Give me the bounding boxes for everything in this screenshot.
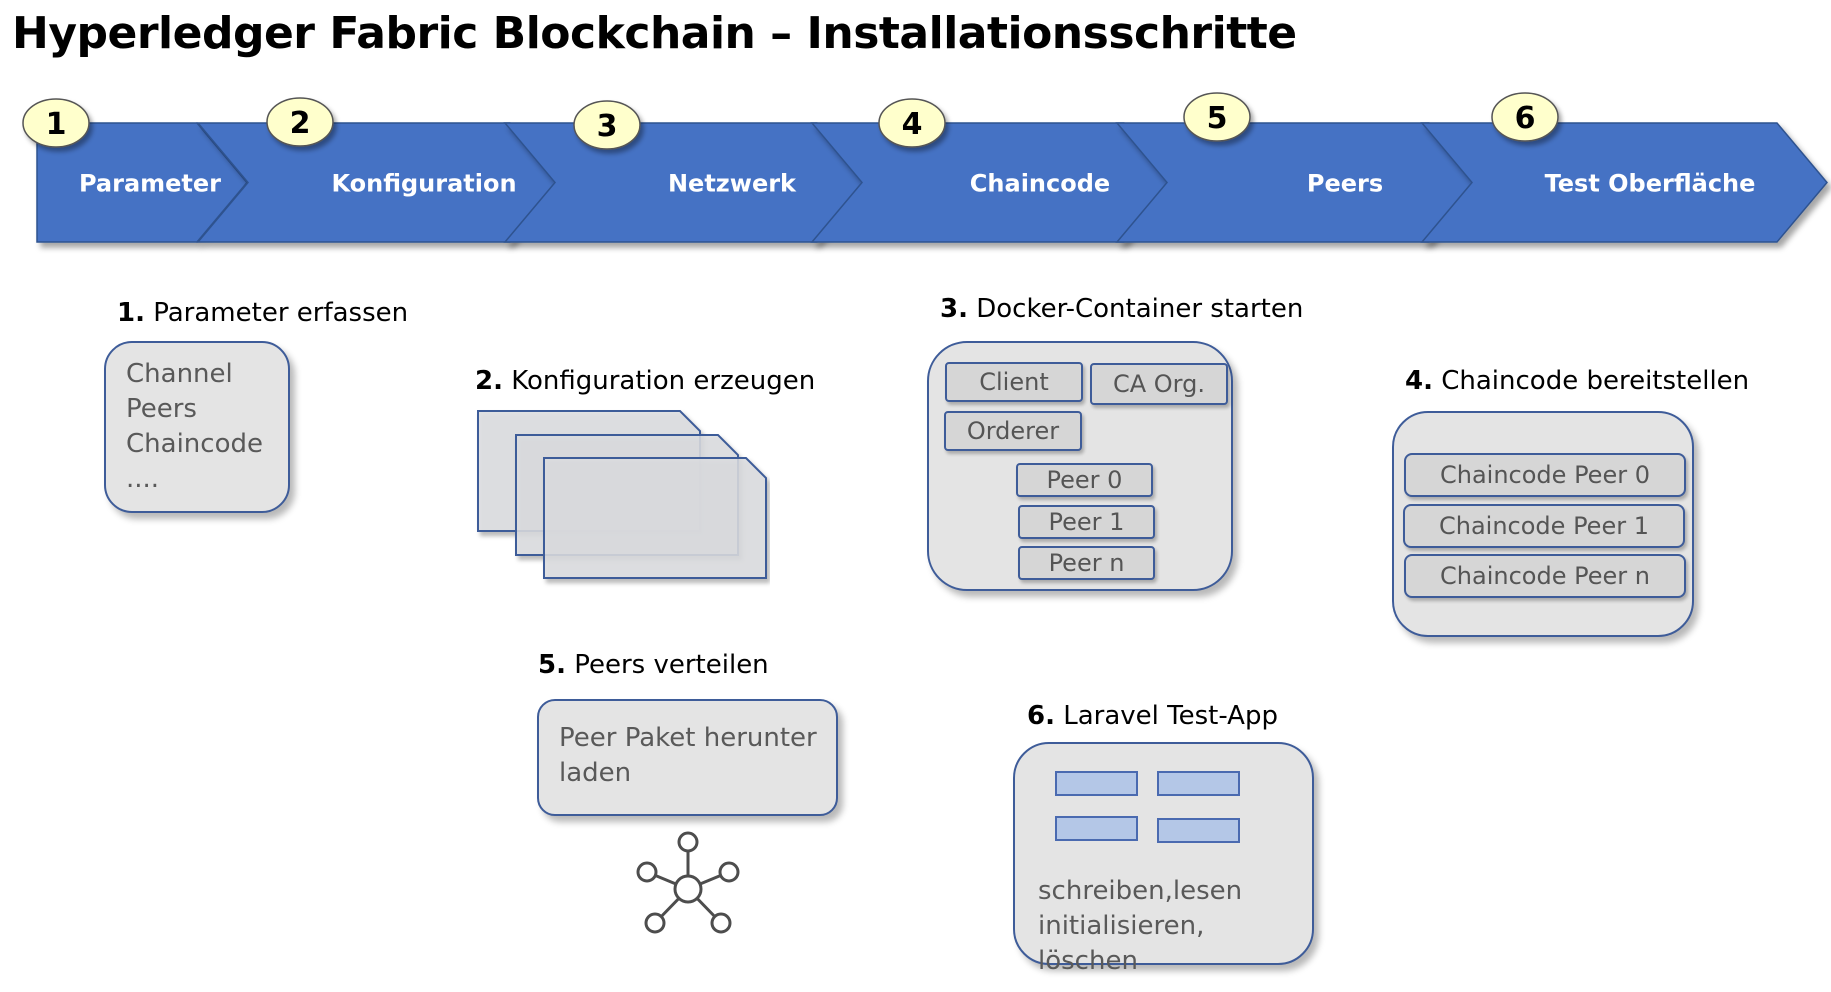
ca-container: CA Org.	[1090, 363, 1228, 405]
chaincode-item: Chaincode Peer 1	[1403, 504, 1685, 548]
peers-panel: Peer Paket herunter laden	[537, 699, 838, 816]
network-hub-icon	[636, 831, 740, 934]
step-number: 4	[902, 107, 923, 142]
section-title-netzwerk: 3. Docker-Container starten	[940, 294, 1303, 324]
step-label: Chaincode	[970, 170, 1110, 198]
section-label: Chaincode bereitstellen	[1441, 366, 1750, 396]
section-label: Peers verteilen	[574, 650, 769, 680]
step-number: 3	[597, 109, 618, 144]
step-number-badge	[22, 98, 90, 148]
step-number-badge	[1491, 92, 1559, 142]
section-number: 4.	[1405, 366, 1433, 396]
ui-field-placeholder	[1055, 816, 1138, 841]
step-label: Parameter	[79, 170, 221, 198]
peer-container: Peer n	[1018, 546, 1155, 580]
section-number: 3.	[940, 294, 968, 324]
testapp-text: schreiben,lesen initialisieren, löschen	[1038, 876, 1243, 976]
docker-panel: Client CA Org. Orderer Peer 0 Peer 1 Pee…	[927, 341, 1233, 591]
section-label: Docker-Container starten	[976, 294, 1304, 324]
parameter-list: Channel Peers Chaincode ....	[126, 359, 263, 494]
config-documents-icon	[477, 410, 767, 579]
step-number-badge	[573, 100, 641, 150]
step-number: 6	[1515, 101, 1536, 136]
parameter-panel: Channel Peers Chaincode ....	[104, 341, 290, 513]
section-title-peers: 5. Peers verteilen	[538, 650, 769, 680]
section-number: 5.	[538, 650, 566, 680]
peer-container: Peer 1	[1018, 505, 1155, 539]
step-label: Netzwerk	[668, 170, 797, 198]
client-container: Client	[945, 362, 1083, 402]
page-title: Hyperledger Fabric Blockchain – Installa…	[12, 8, 1297, 59]
step-number-badge	[1183, 92, 1251, 142]
section-title-parameter: 1. Parameter erfassen	[117, 298, 408, 328]
step-number: 1	[46, 107, 67, 142]
ui-field-placeholder	[1055, 771, 1138, 796]
peers-text: Peer Paket herunter laden	[559, 723, 817, 788]
section-label: Laravel Test-App	[1063, 701, 1278, 731]
section-number: 6.	[1027, 701, 1055, 731]
peer-container: Peer 0	[1016, 463, 1153, 497]
ui-field-placeholder	[1157, 818, 1240, 843]
section-number: 2.	[475, 366, 503, 396]
ui-field-placeholder	[1157, 771, 1240, 796]
step-chevron	[36, 122, 248, 243]
section-label: Parameter erfassen	[153, 298, 409, 328]
section-label: Konfiguration erzeugen	[511, 366, 816, 396]
step-chevron	[1420, 122, 1828, 243]
step-number: 2	[290, 106, 311, 141]
step-label: Peers	[1307, 170, 1383, 198]
step-label: Konfiguration	[331, 170, 516, 198]
chaincode-item: Chaincode Peer 0	[1404, 453, 1686, 497]
testapp-panel: schreiben,lesen initialisieren, löschen	[1013, 742, 1314, 976]
step-chevron	[1115, 122, 1480, 243]
step-label: Test Oberfläche	[1545, 170, 1756, 198]
step-number: 5	[1207, 101, 1228, 136]
section-title-testapp: 6. Laravel Test-App	[1027, 701, 1278, 731]
section-number: 1.	[117, 298, 145, 328]
chaincode-item: Chaincode Peer n	[1404, 554, 1686, 598]
chaincode-panel: Chaincode Peer 0 Chaincode Peer 1 Chainc…	[1392, 411, 1694, 637]
step-number-badge	[878, 98, 946, 148]
section-title-chaincode: 4. Chaincode bereitstellen	[1405, 366, 1749, 396]
orderer-container: Orderer	[944, 411, 1082, 451]
section-title-konfiguration: 2. Konfiguration erzeugen	[475, 366, 815, 396]
step-number-badge	[266, 97, 334, 147]
